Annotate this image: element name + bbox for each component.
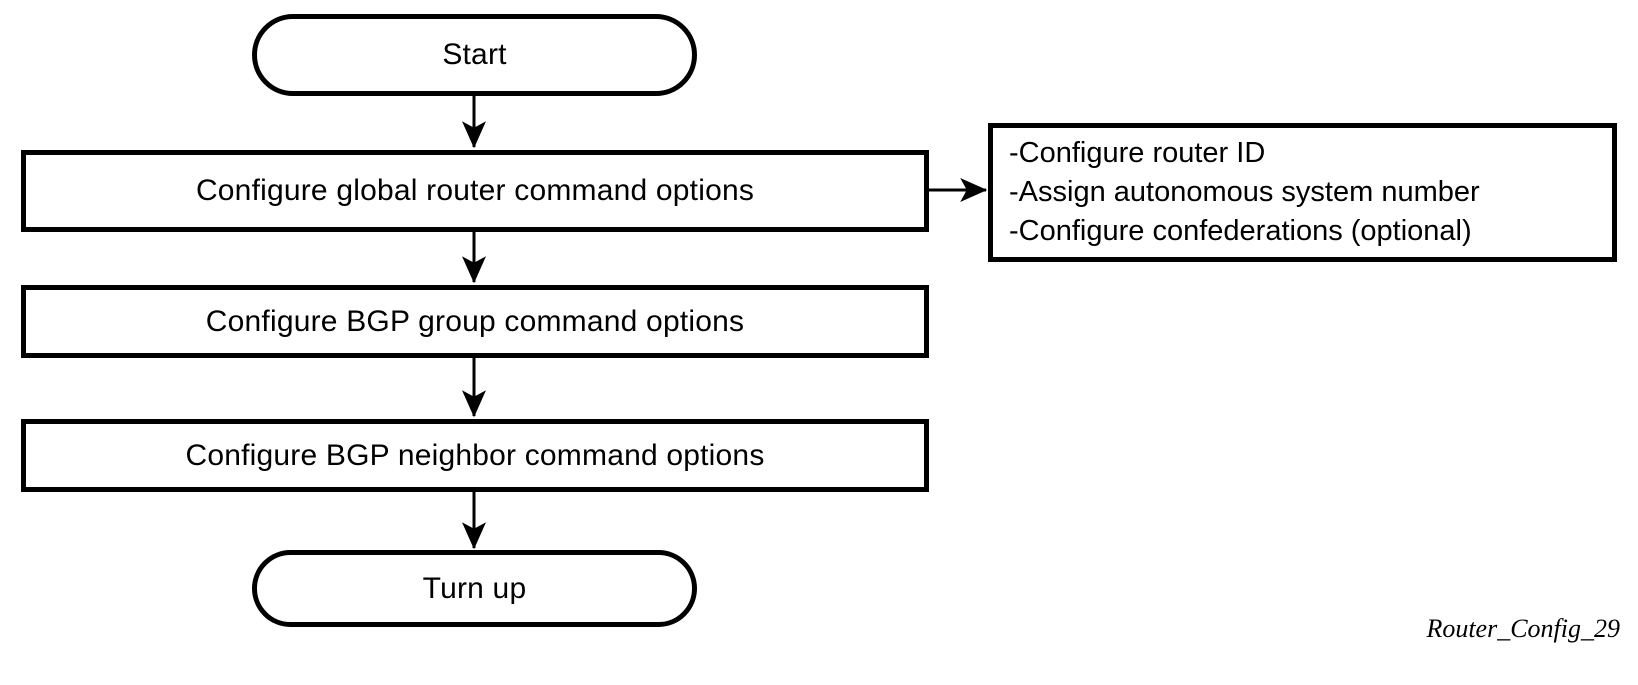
node-configure-bgp-group[interactable]: Configure BGP group command options xyxy=(21,285,929,358)
node-configure-global-router-label: Configure global router command options xyxy=(195,174,755,207)
node-configure-bgp-neighbor-label: Configure BGP neighbor command options xyxy=(185,438,765,472)
callout-line-3: -Configure confederations (optional) xyxy=(1009,215,1472,247)
node-configure-bgp-neighbor[interactable]: Configure BGP neighbor command options xyxy=(21,419,929,492)
figure-caption: Router_Config_29 xyxy=(1426,614,1620,643)
callout-line-2: -Assign autonomous system number xyxy=(1009,176,1480,208)
node-configure-bgp-group-label: Configure BGP group command options xyxy=(205,304,745,338)
node-turn-up-label: Turn up xyxy=(422,571,527,605)
node-start[interactable]: Start xyxy=(252,14,697,96)
node-configure-global-router[interactable]: Configure global router command options xyxy=(21,150,929,232)
callout-line-1: -Configure router ID xyxy=(1009,137,1266,169)
node-start-label: Start xyxy=(442,38,507,71)
node-turn-up[interactable]: Turn up xyxy=(252,550,697,627)
callout-global-router-details[interactable]: -Configure router ID -Assign autonomous … xyxy=(988,123,1617,262)
